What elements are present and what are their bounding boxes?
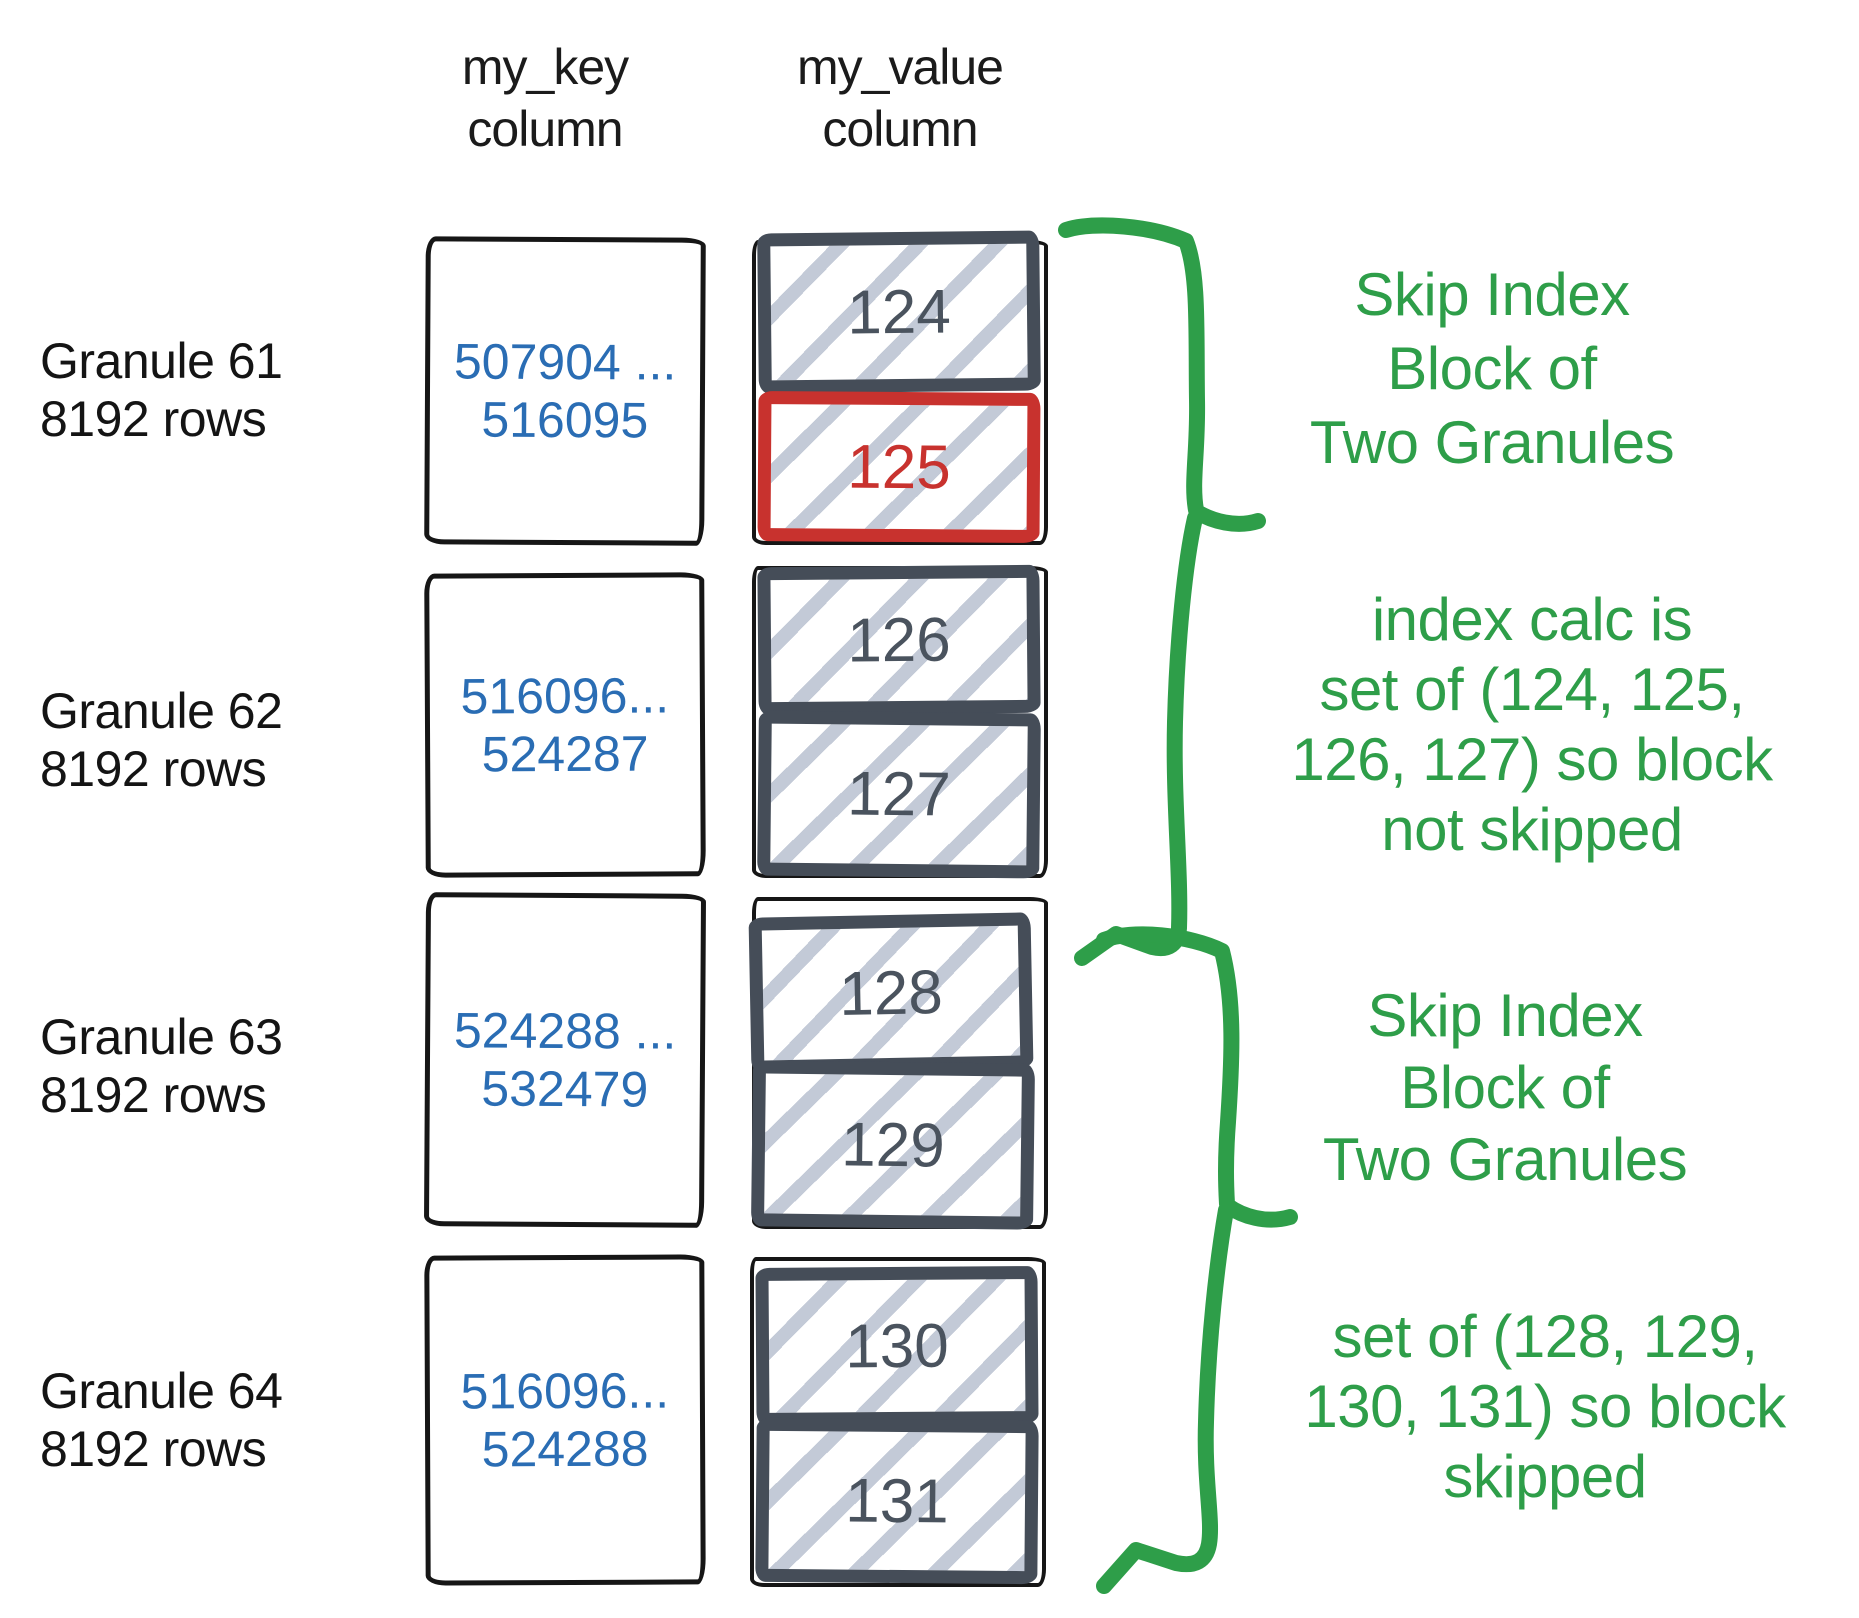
column-header-my-value: my_value column [750,36,1050,160]
annotation-line: set of (124, 125, [1319,656,1745,723]
granule-rows-count: 8192 rows [40,1421,267,1477]
granule-name: Granule 61 [40,333,283,389]
value-block-number: 131 [844,1466,950,1536]
value-block-129: 129 [750,1060,1036,1230]
value-block-number: 124 [846,276,952,348]
value-block-number: 130 [845,1311,949,1381]
granule-rows-count: 8192 rows [40,741,267,797]
value-block-number: 127 [846,759,952,830]
value-block-125-highlighted: 125 [757,391,1041,543]
granule-label-63: Granule 63 8192 rows [40,1008,310,1124]
key-range-box-62: 516096... 524287 [424,572,706,878]
annotation-line: Two Granules [1309,409,1675,476]
value-block-131: 131 [755,1417,1039,1585]
key-range-box-64: 516096... 524288 [424,1254,706,1586]
column-header-my-key: my_key column [395,36,695,160]
granule-label-62: Granule 62 8192 rows [40,682,310,798]
annotation-skip-block-top: Skip Index Block of Two Granules [1242,258,1742,480]
key-range-min: 507904 ... [453,333,677,391]
annotation-line: Block of [1387,335,1597,402]
column-header-my-key-line1: my_key [461,39,629,95]
granule-name: Granule 63 [40,1009,283,1065]
annotation-line: Two Granules [1322,1126,1688,1193]
key-range-max: 532479 [481,1060,649,1118]
column-header-my-value-line2: column [822,101,978,157]
annotation-line: Block of [1400,1054,1610,1121]
value-block-number: 128 [838,957,944,1029]
annotation-line: Skip Index [1354,261,1630,328]
annotation-skip-block-bottom: Skip Index Block of Two Granules [1255,980,1755,1196]
key-range-max: 524288 [481,1420,649,1478]
granule-label-64: Granule 64 8192 rows [40,1362,310,1478]
value-block-124: 124 [757,230,1041,394]
annotation-set-skipped: set of (128, 129, 130, 131) so block ski… [1295,1302,1795,1512]
annotation-index-calc-not-skipped: index calc is set of (124, 125, 126, 127… [1282,585,1782,865]
skip-block-brace-top [1058,217,1266,966]
value-block-number: 125 [847,432,951,502]
key-range-min: 516096... [460,1362,670,1420]
annotation-line: not skipped [1381,796,1683,863]
granule-rows-count: 8192 rows [40,391,267,447]
column-header-my-key-line2: column [467,101,623,157]
value-block-128: 128 [748,912,1034,1074]
key-range-min: 524288 ... [453,1002,677,1060]
key-range-box-63: 524288 ... 532479 [423,892,707,1228]
annotation-line: 130, 131) so block [1304,1373,1786,1440]
value-block-number: 126 [846,605,952,675]
value-block-126: 126 [757,564,1041,716]
key-range-max: 516095 [481,391,649,449]
annotation-line: index calc is [1371,586,1693,653]
annotation-line: set of (128, 129, [1332,1303,1758,1370]
value-block-130: 130 [755,1266,1039,1426]
granule-name: Granule 64 [40,1363,283,1419]
granule-rows-count: 8192 rows [40,1067,267,1123]
key-range-min: 516096... [460,667,670,725]
annotation-line: skipped [1443,1443,1647,1510]
column-header-my-value-line1: my_value [797,39,1004,95]
key-range-max: 524287 [481,725,649,783]
value-block-number: 129 [840,1109,946,1181]
annotation-line: Skip Index [1367,982,1643,1049]
granule-label-61: Granule 61 8192 rows [40,332,310,448]
value-block-127: 127 [757,710,1041,879]
key-range-box-61: 507904 ... 516095 [424,236,706,546]
granule-name: Granule 62 [40,683,283,739]
annotation-line: 126, 127) so block [1291,726,1773,793]
